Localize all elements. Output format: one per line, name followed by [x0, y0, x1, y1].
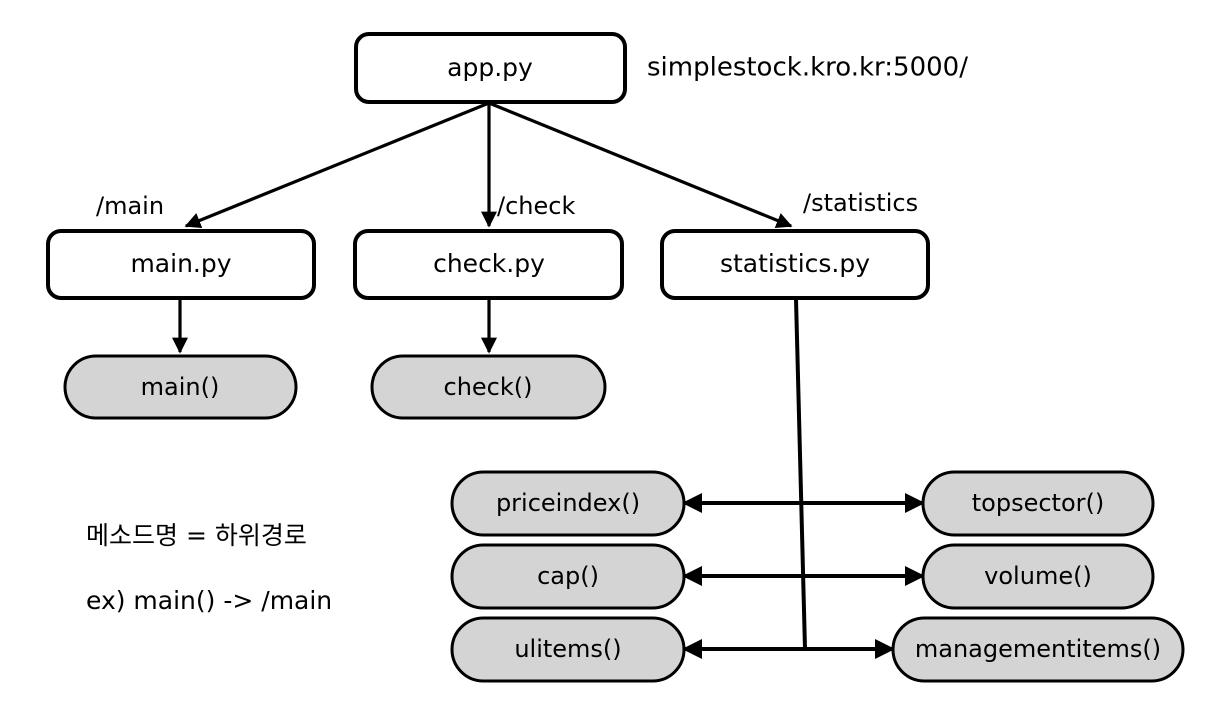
node-app-py-shape: [354, 32, 627, 104]
node-statistics-py[interactable]: statistics.py: [660, 229, 930, 300]
route-label-statistics: /statistics: [803, 189, 918, 217]
node-priceindex-fn-label: priceindex(): [496, 489, 640, 517]
node-check-fn-label: check(): [444, 373, 533, 401]
node-main-fn[interactable]: main(): [63, 354, 298, 420]
node-ulitems-fn[interactable]: ulitems(): [450, 616, 686, 683]
legend-line-2: ex) main() -> /main: [86, 586, 332, 615]
edge-statisticspy-to-cluster: [794, 298, 807, 650]
node-ulitems-fn-label: ulitems(): [514, 635, 621, 663]
node-priceindex-fn-shape: [450, 470, 686, 537]
node-check-py[interactable]: check.py: [353, 229, 624, 300]
node-managementitems-fn[interactable]: managementitems(): [891, 616, 1185, 683]
node-topsector-fn-label: topsector(): [972, 489, 1104, 517]
node-ulitems-fn-shape: [450, 616, 686, 683]
url-annotation: simplestock.kro.kr:5000/: [647, 53, 968, 83]
node-topsector-fn-shape: [921, 470, 1155, 537]
node-cap-fn-label: cap(): [537, 562, 599, 590]
node-cap-fn[interactable]: cap(): [450, 543, 686, 610]
legend-caption: 메소드명 = 하위경로 ex) main() -> /main: [86, 521, 332, 615]
node-managementitems-fn-label: managementitems(): [915, 635, 1161, 663]
node-main-fn-shape: [63, 354, 298, 420]
edge-app-to-main: [184, 101, 490, 228]
edges-bidirectional: [682, 493, 925, 659]
node-managementitems-fn-shape: [891, 616, 1185, 683]
node-volume-fn-label: volume(): [984, 562, 1092, 590]
node-main-py-label: main.py: [130, 249, 231, 278]
edges-root-to-modules: [184, 101, 793, 228]
node-main-fn-label: main(): [141, 373, 220, 401]
node-check-fn-shape: [370, 354, 607, 420]
legend-line-1: 메소드명 = 하위경로: [86, 521, 307, 550]
node-check-py-shape: [353, 229, 624, 300]
node-priceindex-fn[interactable]: priceindex(): [450, 470, 686, 537]
node-statistics-py-label: statistics.py: [720, 249, 870, 278]
node-check-py-label: check.py: [433, 249, 545, 278]
edge-app-to-statistics: [488, 101, 793, 228]
node-statistics-py-shape: [660, 229, 930, 300]
node-check-fn[interactable]: check(): [370, 354, 607, 420]
edges-modules-to-methods: [172, 298, 807, 650]
route-labels: /main /check /statistics: [96, 189, 918, 220]
node-volume-fn[interactable]: volume(): [921, 543, 1155, 610]
node-app-py[interactable]: app.py: [354, 32, 627, 104]
node-volume-fn-shape: [921, 543, 1155, 610]
node-cap-fn-shape: [450, 543, 686, 610]
route-label-check: /check: [497, 192, 575, 220]
node-app-py-label: app.py: [447, 53, 533, 82]
node-main-py-shape: [46, 229, 316, 300]
node-main-py[interactable]: main.py: [46, 229, 316, 300]
route-label-main: /main: [96, 192, 164, 220]
node-topsector-fn[interactable]: topsector(): [921, 470, 1155, 537]
